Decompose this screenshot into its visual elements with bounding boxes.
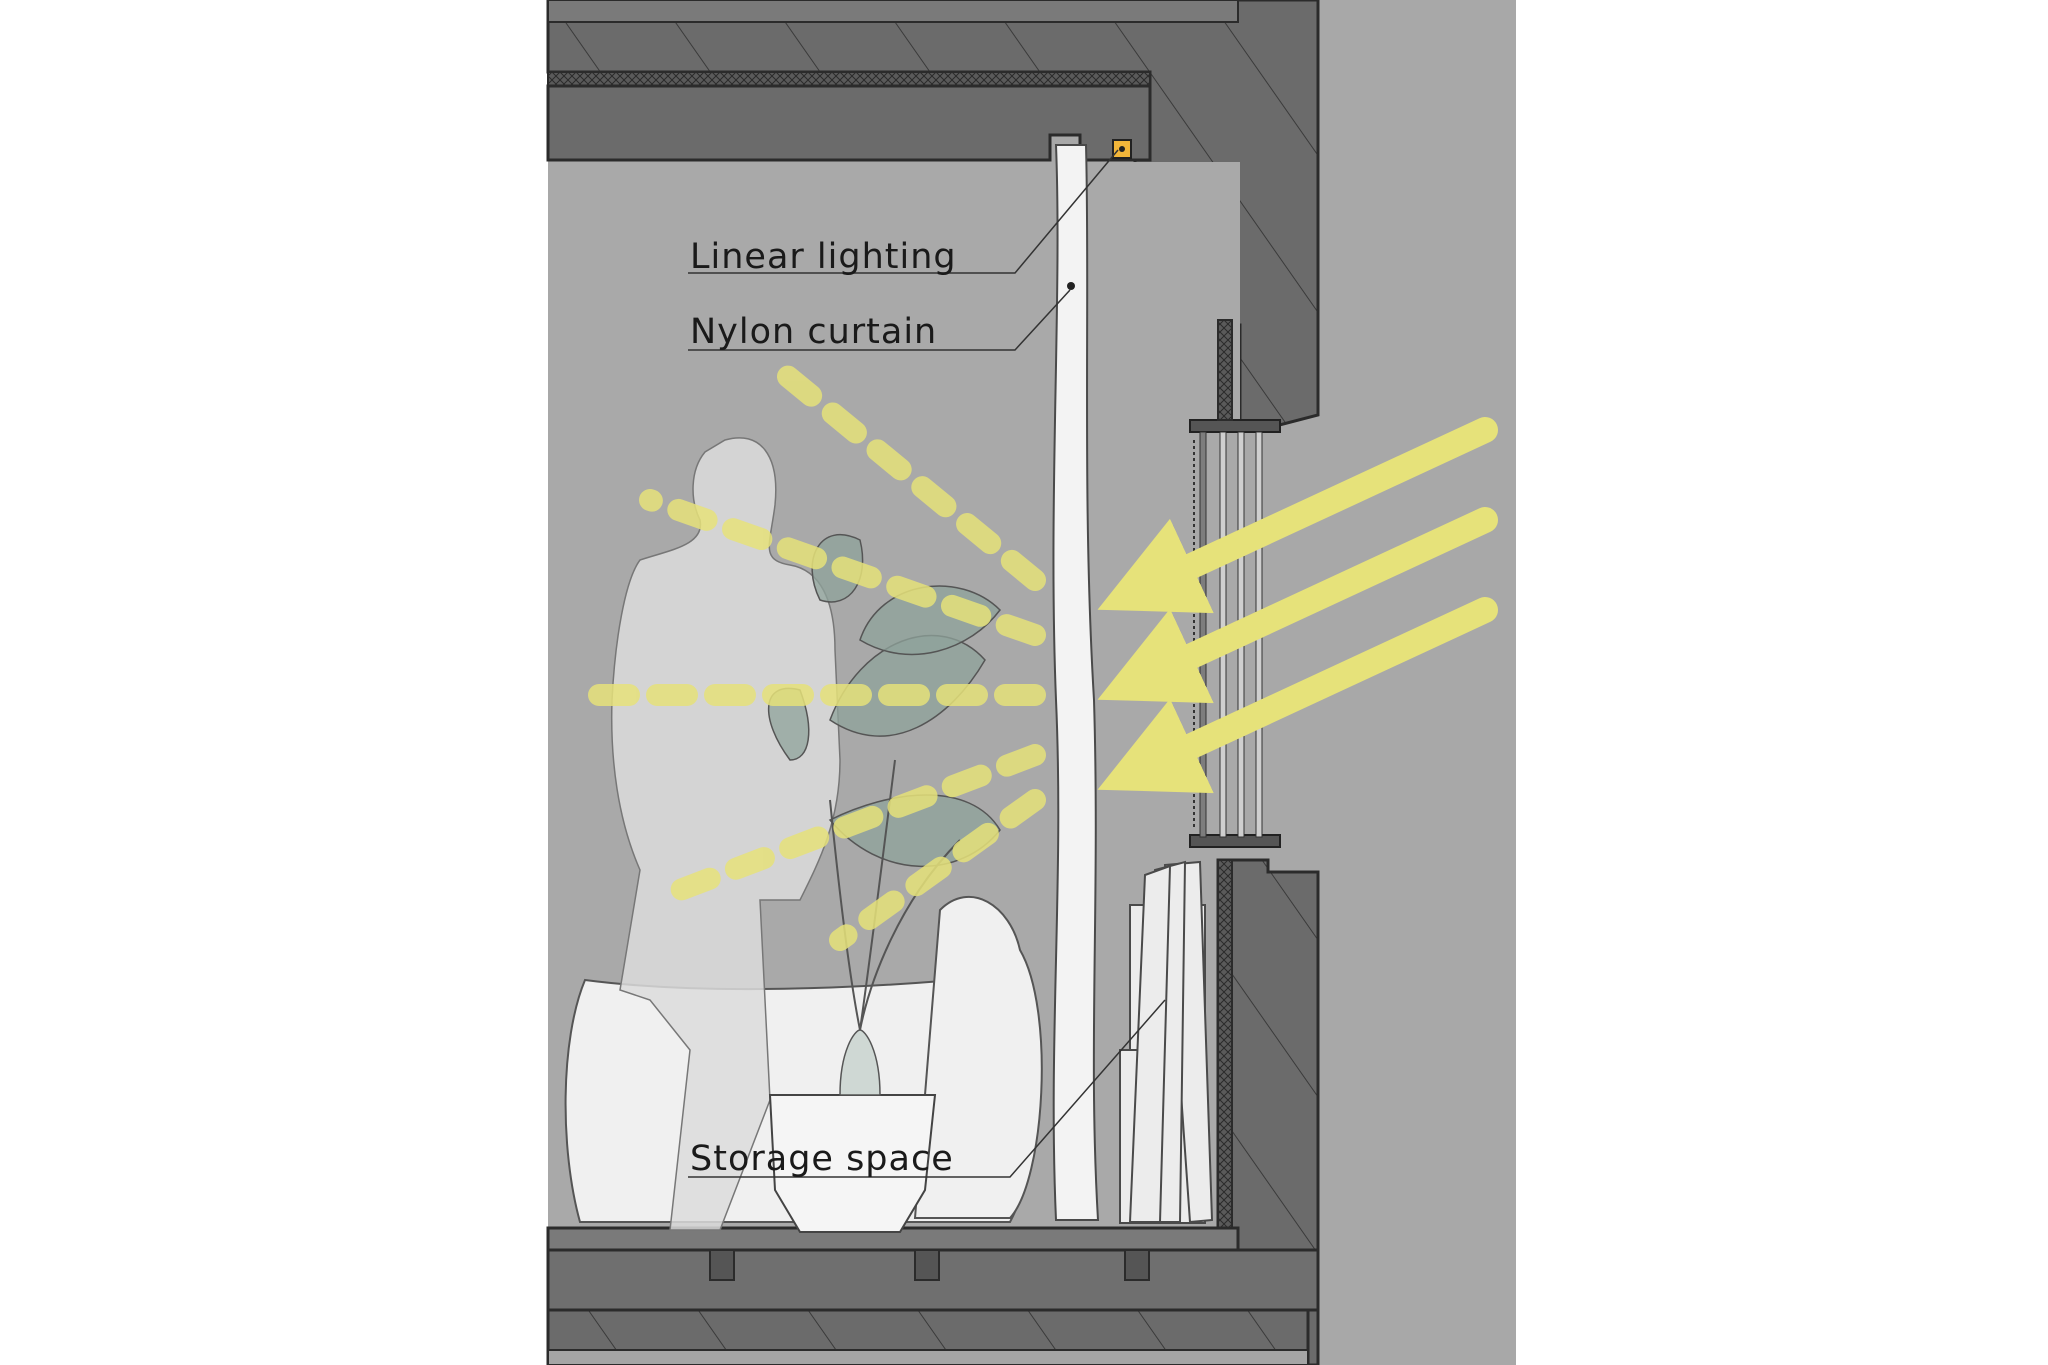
diffused-light-rays — [564, 359, 1046, 951]
callout-leaders — [688, 149, 1166, 1178]
person-silhouette — [610, 437, 841, 1231]
label-nylon-curtain: Nylon curtain — [690, 312, 937, 352]
daylight-arrows — [1097, 417, 1498, 794]
storage-boards — [1119, 860, 1214, 1224]
nylon-curtain — [1052, 144, 1100, 1221]
floor-slab — [546, 1226, 1320, 1365]
label-storage-space: Storage space — [690, 1139, 954, 1179]
label-linear-lighting: Linear lighting — [690, 237, 957, 277]
